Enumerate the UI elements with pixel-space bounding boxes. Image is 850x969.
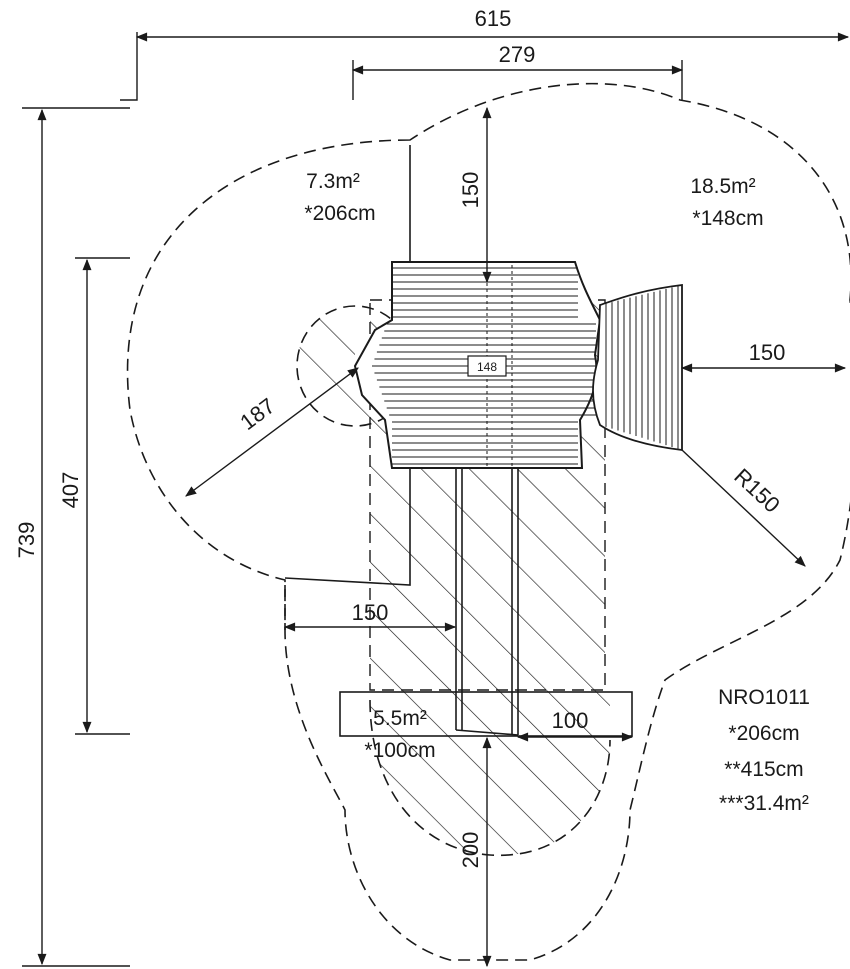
slide-end [455, 729, 519, 736]
model-height: *206cm [728, 722, 799, 745]
bottom-zone-border [339, 691, 633, 737]
dimension-lines [22, 32, 850, 968]
right-area-label: 18.5m² [690, 175, 755, 198]
model-code: NRO1011 [718, 686, 810, 709]
right-height-label: *148cm [692, 207, 763, 230]
dim-615-label: 615 [475, 6, 512, 31]
dim-187-line [185, 367, 359, 497]
platform: 148 [353, 261, 602, 469]
dim-r150-label: R150 [729, 463, 785, 517]
dim-150-right-label: 150 [749, 340, 786, 365]
model-area: ***31.4m² [719, 792, 809, 815]
slide [455, 468, 519, 736]
dim-150-left-label: 150 [352, 600, 389, 625]
model-length: **415cm [724, 758, 803, 781]
safety-zone-main-outline [126, 82, 850, 961]
dim-739-label: 739 [14, 522, 39, 559]
dim-187-label: 187 [235, 393, 279, 435]
left-height-label: *206cm [304, 202, 375, 225]
dim-279-label: 279 [499, 42, 536, 67]
dim-150-top-label: 150 [458, 172, 483, 209]
dim-407-label: 407 [58, 472, 83, 509]
area-labels: 7.3m² *206cm 18.5m² *148cm 5.5m² *100cm [304, 170, 763, 762]
dim-100-label: 100 [552, 708, 589, 733]
dim-r150-line [681, 449, 806, 567]
dim-615-left-ext [120, 32, 138, 101]
model-info: NRO1011 *206cm **415cm ***31.4m² [718, 686, 810, 815]
platform-tag-box [467, 355, 507, 377]
tunnel [592, 283, 683, 452]
bottom-area-label: 5.5m² [373, 707, 427, 730]
bottom-height-label: *100cm [364, 739, 435, 762]
tunnel-ribs [605, 285, 679, 449]
platform-tag: 148 [477, 360, 497, 374]
left-area-label: 7.3m² [306, 170, 360, 193]
dim-200-label: 200 [458, 832, 483, 869]
